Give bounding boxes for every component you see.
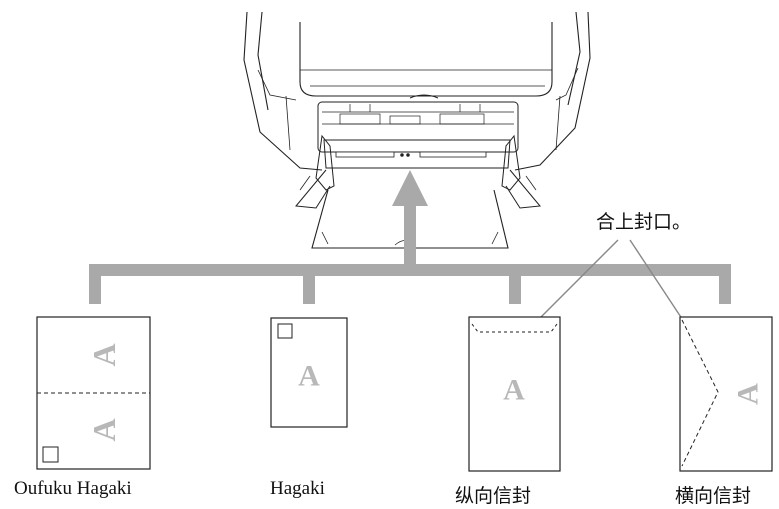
label-envelope-portrait: 纵向信封 bbox=[455, 485, 532, 507]
callout-seal-flap: 合上封口。 bbox=[596, 211, 692, 233]
glyph-a-bottom: A bbox=[86, 418, 122, 441]
envelope-portrait: A bbox=[468, 316, 561, 472]
hagaki-card: A bbox=[270, 317, 348, 428]
glyph-a-top: A bbox=[86, 343, 122, 366]
label-oufuku-hagaki: Oufuku Hagaki bbox=[14, 478, 132, 499]
glyph-a: A bbox=[732, 383, 765, 405]
label-envelope-landscape: 横向信封 bbox=[675, 485, 752, 507]
insertion-branch bbox=[89, 170, 731, 304]
branch-bar bbox=[89, 264, 731, 276]
branch-stem bbox=[404, 200, 416, 270]
branch-drop-1 bbox=[89, 264, 101, 304]
branch-drop-2 bbox=[303, 264, 315, 304]
glyph-a: A bbox=[503, 374, 525, 407]
stamp-box bbox=[277, 323, 293, 339]
glyph-a: A bbox=[298, 360, 320, 393]
envelope-landscape: A bbox=[679, 316, 773, 472]
printer-illustration bbox=[243, 11, 591, 249]
branch-drop-3 bbox=[509, 264, 521, 304]
branch-drop-4 bbox=[719, 264, 731, 304]
up-arrow-icon bbox=[392, 170, 428, 206]
oufuku-hagaki-card: A A bbox=[36, 316, 151, 470]
label-hagaki: Hagaki bbox=[270, 478, 325, 499]
stamp-box bbox=[42, 446, 59, 463]
